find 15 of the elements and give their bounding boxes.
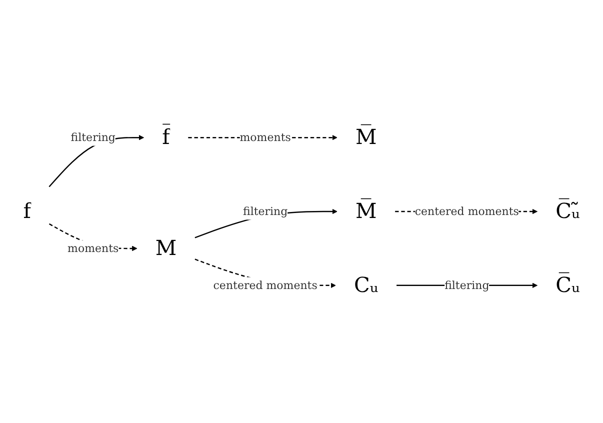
node-text: C̅ᵤ [556, 272, 580, 298]
node-text: f̅ [162, 125, 170, 150]
edge-label: filtering [242, 205, 288, 218]
node-text: C̅ᵤ̃ [556, 198, 580, 224]
node-text: M̅ [355, 198, 377, 224]
edge-label: centered moments [414, 205, 519, 218]
edge-label: filtering [444, 279, 490, 292]
node-text: f [23, 198, 31, 224]
edge-label: moments [240, 131, 291, 144]
edge-label: centered moments [213, 279, 318, 292]
node-text: M [155, 236, 177, 260]
node-text: M̅ [355, 125, 377, 150]
edge-label: moments [68, 242, 119, 255]
node-text: Cᵤ [354, 272, 378, 298]
edge-label: filtering [70, 131, 116, 144]
